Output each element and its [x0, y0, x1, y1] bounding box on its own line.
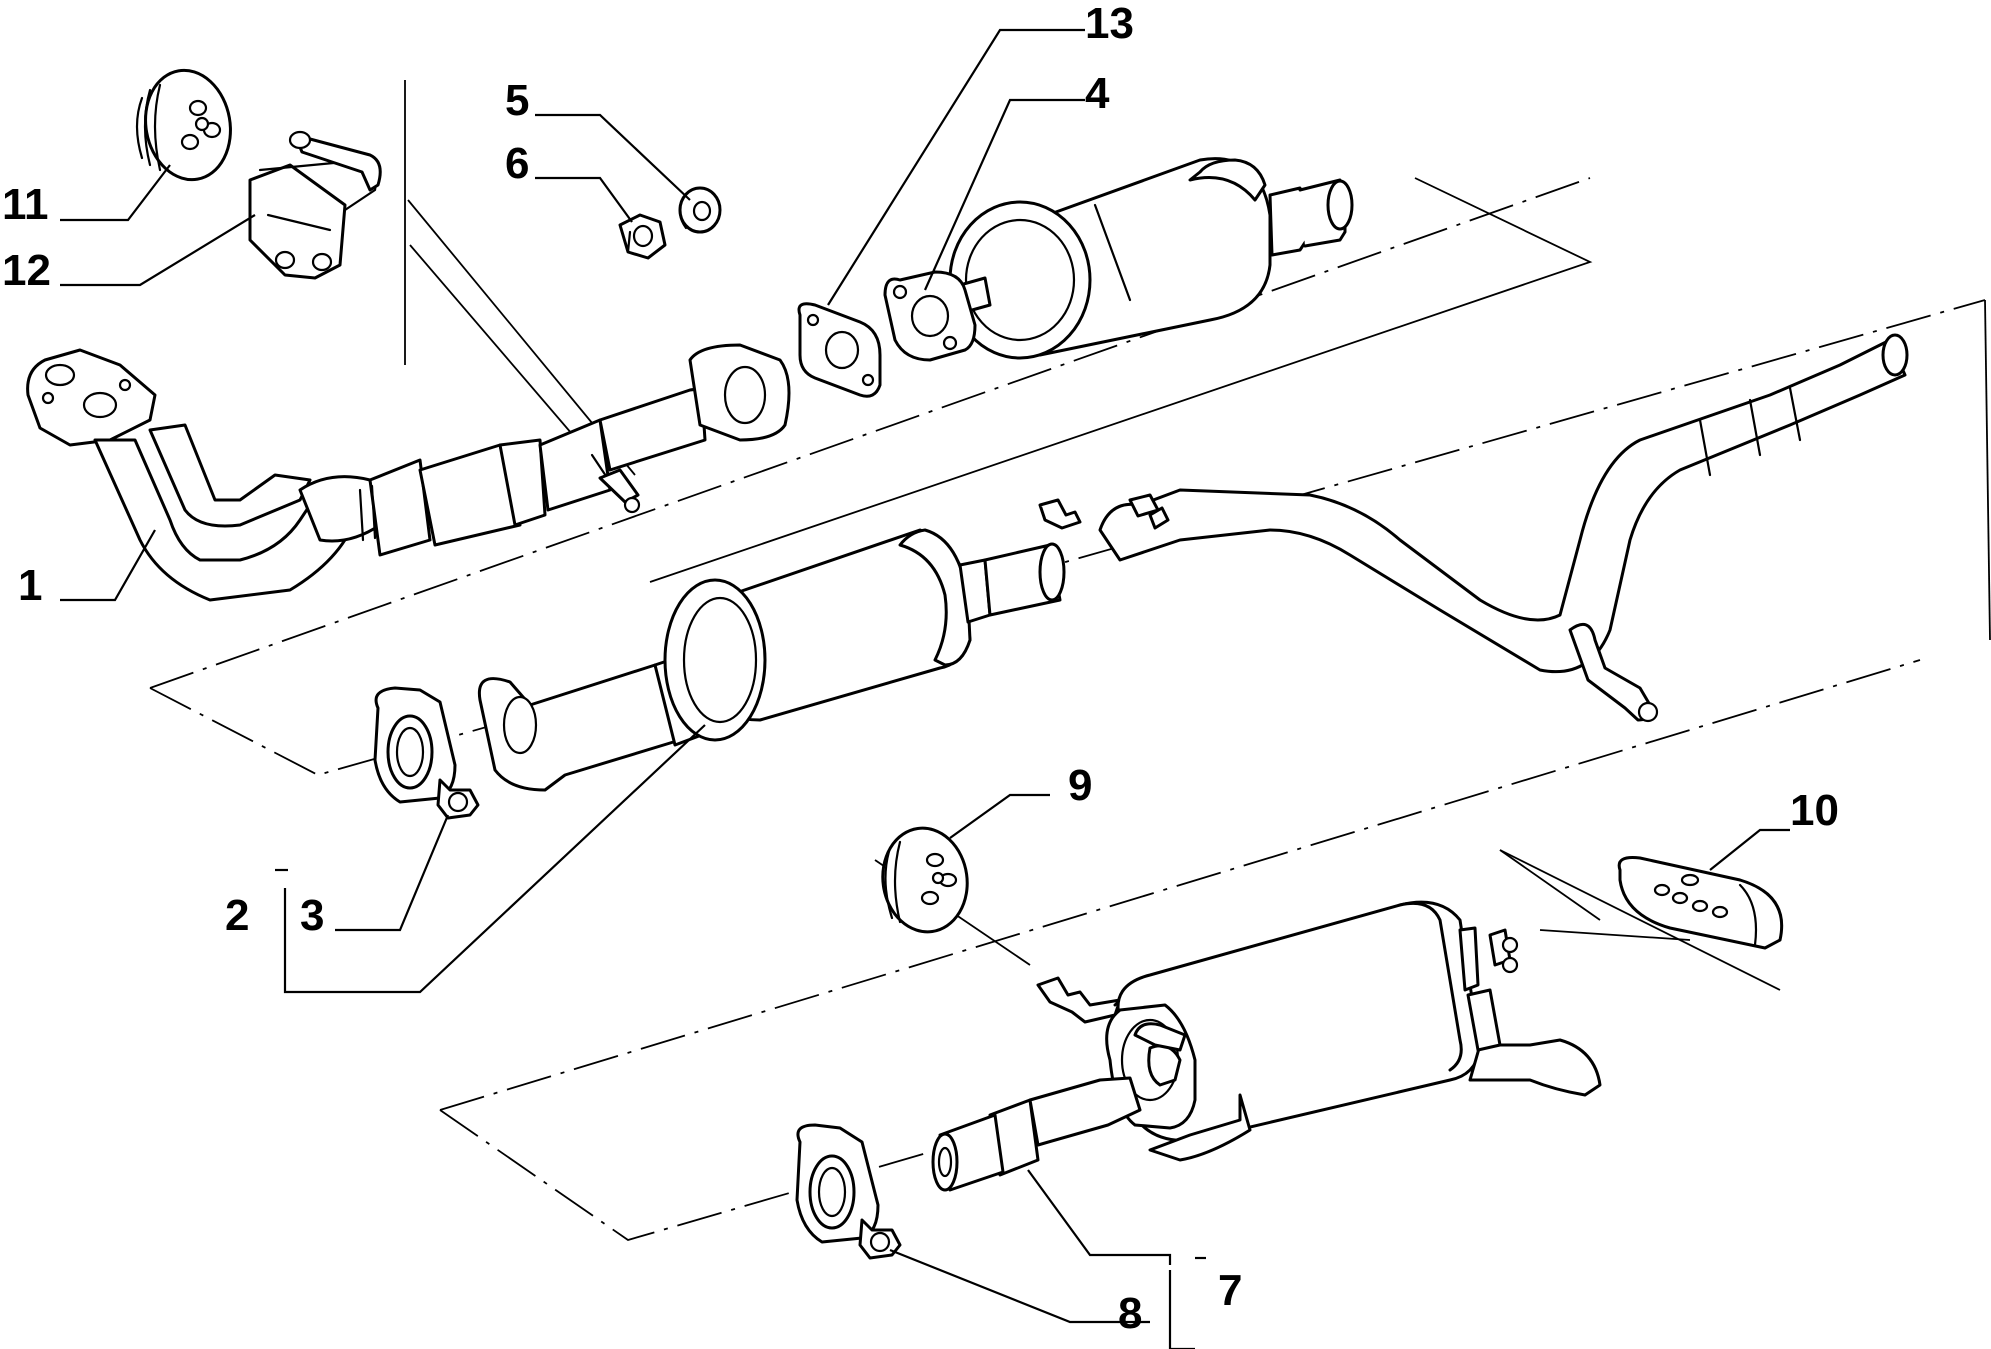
front-downpipe-part — [26, 343, 791, 602]
callout-7: 7 — [1218, 1266, 1242, 1315]
callout-3: 3 — [300, 891, 324, 940]
hanger-bracket-part — [248, 130, 382, 280]
callout-12: 12 — [2, 246, 51, 295]
hex-nut-part — [618, 213, 667, 260]
callout-labels: 11 12 5 6 13 4 1 2 3 9 10 7 8 — [2, 0, 1839, 1338]
lock-washer-part — [678, 186, 722, 234]
callout-8: 8 — [1118, 1289, 1142, 1338]
exhaust-clamp-lower-part — [795, 1123, 902, 1260]
flange-gasket-part — [797, 302, 882, 398]
callout-1: 1 — [18, 561, 42, 610]
centre-silencer-part — [477, 498, 1082, 792]
callout-2: 2 — [225, 891, 249, 940]
exhaust-clamp-upper-part — [373, 686, 480, 820]
callout-6: 6 — [505, 139, 529, 188]
callout-4: 4 — [1085, 69, 1110, 118]
callout-9: 9 — [1068, 761, 1092, 810]
catalytic-converter-part — [883, 157, 1354, 362]
rubber-hanger-block-part — [1617, 856, 1784, 950]
callout-leader-lines — [60, 28, 1790, 1349]
callout-5: 5 — [505, 76, 529, 125]
assembly-guide-lines — [149, 80, 1991, 1241]
callout-11: 11 — [2, 180, 49, 229]
intermediate-pipe-part — [1098, 333, 1909, 723]
rubber-mount-ring-part — [135, 68, 232, 182]
rear-silencer-part — [931, 900, 1602, 1192]
rubber-mount-rear-part — [881, 826, 969, 934]
callout-10: 10 — [1790, 786, 1839, 835]
callout-brackets — [275, 868, 1206, 1260]
callout-13: 13 — [1085, 0, 1134, 48]
